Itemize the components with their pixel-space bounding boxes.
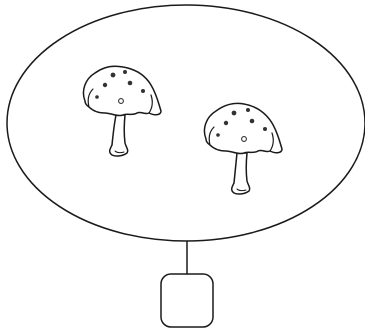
mushroom-icon xyxy=(204,103,282,194)
answer-box[interactable] xyxy=(161,274,213,327)
group-ellipse xyxy=(7,5,365,241)
mushroom-icon xyxy=(83,66,161,156)
